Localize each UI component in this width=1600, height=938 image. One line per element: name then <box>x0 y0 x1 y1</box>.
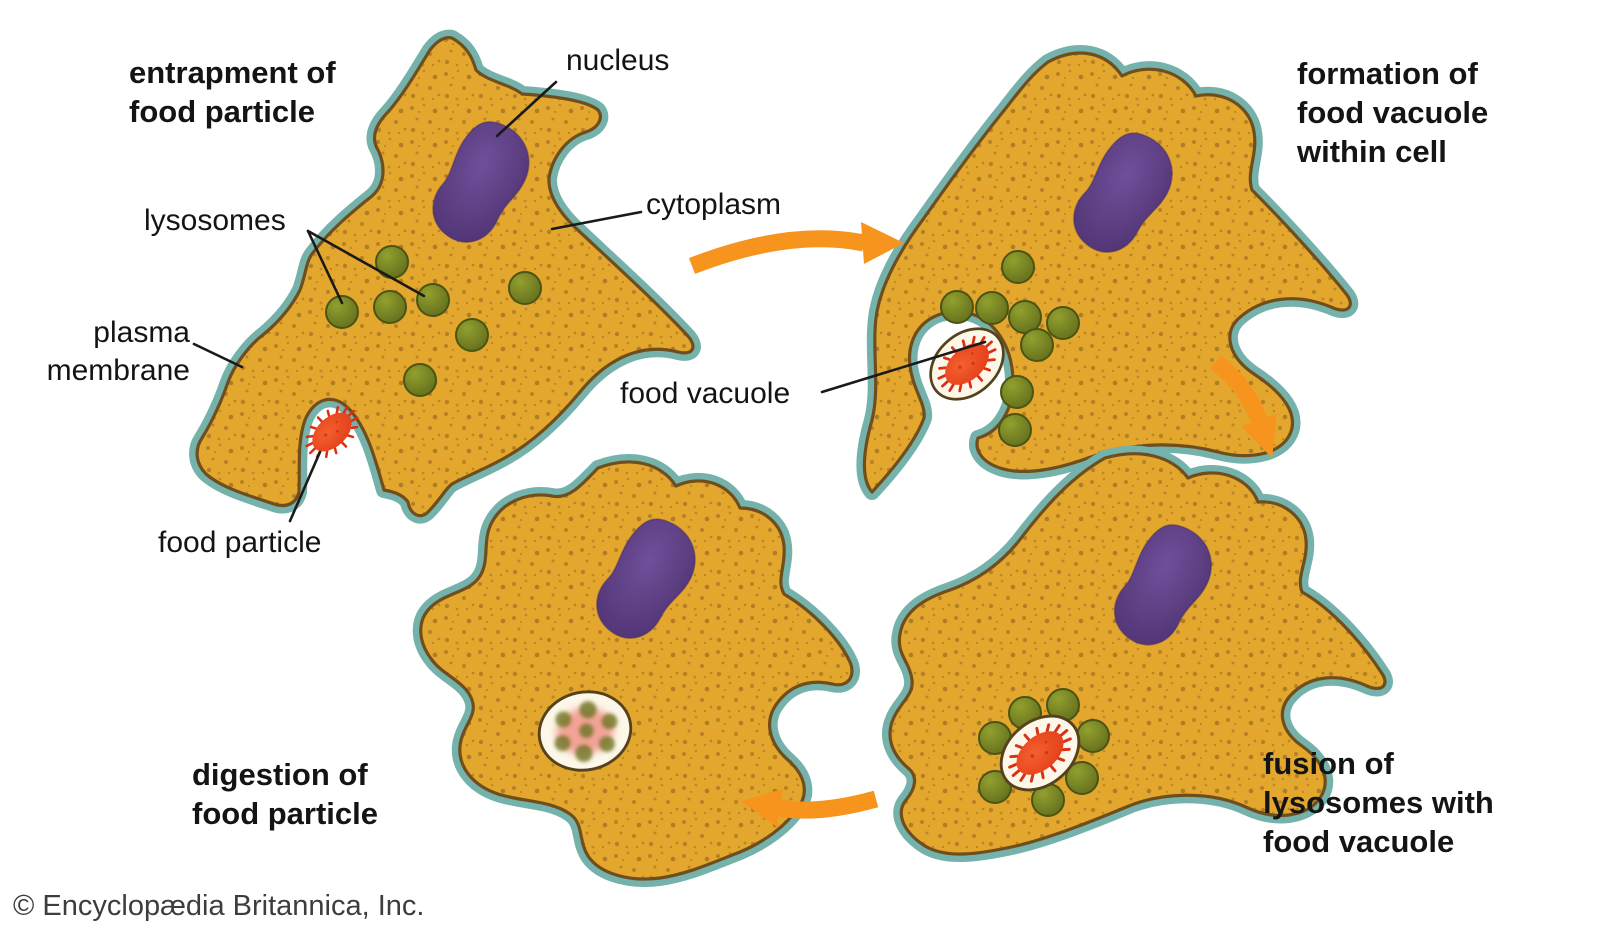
label-nucleus: nucleus <box>566 44 670 77</box>
leader-lines <box>192 80 987 523</box>
stage-label-fusion: fusion of lysosomes with food vacuole <box>1263 746 1494 859</box>
stage-label-formation: formation of food vacuole within cell <box>1297 56 1489 169</box>
stage-label-digestion: digestion of food particle <box>192 757 379 831</box>
label-lysosomes: lysosomes <box>144 204 286 237</box>
leader-plasma-membrane <box>192 342 244 369</box>
leader-lysosome-2 <box>306 229 426 298</box>
leader-nucleus <box>495 80 558 138</box>
label-food-particle: food particle <box>158 526 322 559</box>
arrow-step2-icon <box>1210 355 1277 458</box>
label-food-vacuole: food vacuole <box>620 377 791 410</box>
leader-food-vacuole <box>820 340 987 394</box>
arrow-step3-icon <box>741 789 879 827</box>
stage-label-entrapment: entrapment of food particle <box>129 55 336 129</box>
label-plasma-membrane: plasma membrane <box>46 316 190 387</box>
leader-food-particle <box>288 450 322 523</box>
cell-formation <box>864 53 1350 492</box>
arrow-step1-icon <box>688 222 904 274</box>
label-cytoplasm: cytoplasm <box>646 188 782 221</box>
copyright-credit: © Encyclopædia Britannica, Inc. <box>13 890 425 922</box>
cytoplasm-texture <box>864 53 1351 493</box>
leader-lysosome-1 <box>306 229 344 305</box>
leader-cytoplasm <box>550 210 643 231</box>
